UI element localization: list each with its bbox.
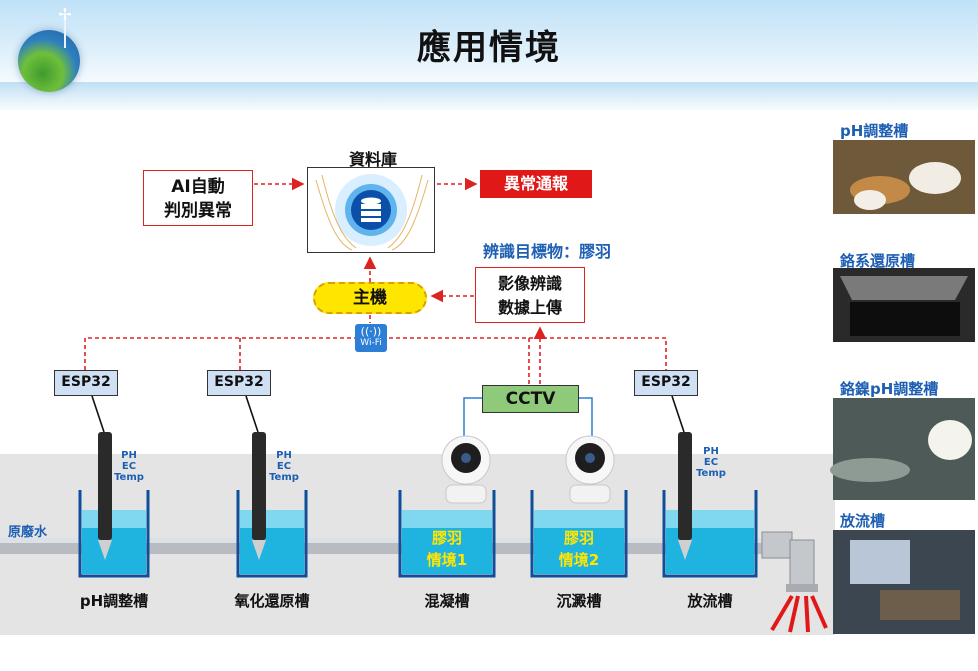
tank-scene-2-line1: 膠羽 bbox=[563, 529, 594, 547]
tank-discharge bbox=[662, 490, 758, 578]
wind-turbine-pole bbox=[64, 14, 66, 48]
side-panel-title-1: pH調整槽 bbox=[840, 122, 909, 140]
sensor-label-ph: PH bbox=[703, 446, 719, 457]
tank-oxidation-reduction bbox=[236, 490, 308, 578]
database-frame bbox=[307, 167, 435, 253]
database-icon bbox=[335, 174, 407, 246]
ai-auto-detect-box: AI自動 判別異常 bbox=[143, 170, 253, 226]
tank-name-discharge: 放流槽 bbox=[687, 592, 733, 610]
esp32-unit-1: ESP32 bbox=[54, 370, 118, 396]
wifi-badge: ((·)) Wi-Fi bbox=[355, 324, 387, 352]
tank-scene-1-line1: 膠羽 bbox=[431, 529, 462, 547]
side-panel-title-2: 鉻系還原槽 bbox=[840, 252, 916, 270]
wind-turbine-icon: ✢ bbox=[58, 5, 72, 24]
tank-scene-label-2: 膠羽 情境2 bbox=[539, 527, 619, 571]
sensor-label-temp: Temp bbox=[696, 468, 726, 479]
tank-ph-adjust bbox=[78, 490, 150, 578]
recognition-target-label: 辨識目標物：膠羽 bbox=[483, 242, 612, 261]
tank-scene-1-line2: 情境1 bbox=[426, 551, 468, 569]
sensor-label-temp: Temp bbox=[269, 472, 299, 483]
anomaly-alert-box: 異常通報 bbox=[480, 170, 592, 198]
raw-wastewater-label: 原廢水 bbox=[8, 525, 48, 540]
tank-name-coagulation: 混凝槽 bbox=[424, 592, 470, 610]
image-recognition-box: 影像辨識 數據上傳 bbox=[475, 267, 585, 323]
ai-box-line1: AI自動 bbox=[171, 177, 225, 197]
cctv-camera-wires-2 bbox=[579, 397, 593, 440]
sensor-label-ph: PH bbox=[276, 450, 292, 461]
sensor-label-ph: PH bbox=[121, 450, 137, 461]
camera-icon-1 bbox=[441, 435, 491, 504]
esp-probe-cable-2 bbox=[245, 395, 259, 433]
esp32-unit-3: ESP32 bbox=[634, 370, 698, 396]
sensor-probe-3 bbox=[678, 432, 692, 560]
cctv-box: CCTV bbox=[482, 385, 579, 413]
wifi-icon: ((·)) bbox=[360, 325, 382, 338]
photo-ph-adjust-tank bbox=[833, 140, 975, 214]
tank-name-oxidation-reduction: 氧化還原槽 bbox=[234, 592, 310, 610]
ai-box-line2: 判別異常 bbox=[164, 201, 232, 221]
sensor-label-ec: EC bbox=[121, 461, 137, 472]
sensor-label-ec: EC bbox=[276, 461, 292, 472]
side-panel-title-3: 鉻鎳pH調整槽 bbox=[840, 380, 939, 398]
sensor-label-temp: Temp bbox=[114, 472, 144, 483]
image-box-line2: 數據上傳 bbox=[497, 298, 562, 317]
photo-chromium-nickel-ph-tank bbox=[830, 398, 975, 500]
outlet-pipe-icon bbox=[761, 531, 818, 592]
sensor-label-3: PH EC Temp bbox=[689, 446, 733, 479]
esp32-unit-2: ESP32 bbox=[207, 370, 271, 396]
wifi-label: Wi-Fi bbox=[360, 338, 382, 348]
image-box-line1: 影像辨識 bbox=[497, 274, 562, 293]
page-title: 應用情境 bbox=[417, 28, 561, 68]
tank-scene-label-1: 膠羽 情境1 bbox=[407, 527, 487, 571]
header-band bbox=[0, 82, 978, 110]
tank-scene-2-line2: 情境2 bbox=[558, 551, 600, 569]
esp-probe-cable-3 bbox=[671, 395, 685, 433]
sensor-label-2: PH EC Temp bbox=[262, 450, 306, 483]
host-box: 主機 bbox=[313, 282, 427, 314]
tank-name-ph-adjust: pH調整槽 bbox=[79, 592, 149, 610]
tank-sedimentation bbox=[530, 490, 628, 578]
sensor-label-1: PH EC Temp bbox=[107, 450, 151, 483]
water-outflow-icon bbox=[770, 594, 828, 633]
sensor-probe-1 bbox=[98, 432, 112, 560]
esp-probe-cable-1 bbox=[91, 395, 105, 433]
side-panel-title-4: 放流槽 bbox=[840, 512, 886, 530]
photo-discharge-tank bbox=[833, 530, 975, 634]
tank-name-sedimentation: 沉澱槽 bbox=[556, 592, 602, 610]
sensor-label-ec: EC bbox=[703, 457, 719, 468]
database-swirl-lines bbox=[315, 174, 429, 251]
globe-logo-icon bbox=[18, 30, 80, 92]
header-background bbox=[0, 0, 978, 95]
tank-coagulation bbox=[398, 490, 496, 578]
database-label: 資料庫 bbox=[348, 150, 397, 169]
photo-chromium-reduction-tank bbox=[833, 268, 975, 342]
cctv-camera-wires bbox=[463, 397, 482, 440]
sensor-probe-2 bbox=[252, 432, 266, 560]
camera-icon-2 bbox=[565, 435, 615, 504]
